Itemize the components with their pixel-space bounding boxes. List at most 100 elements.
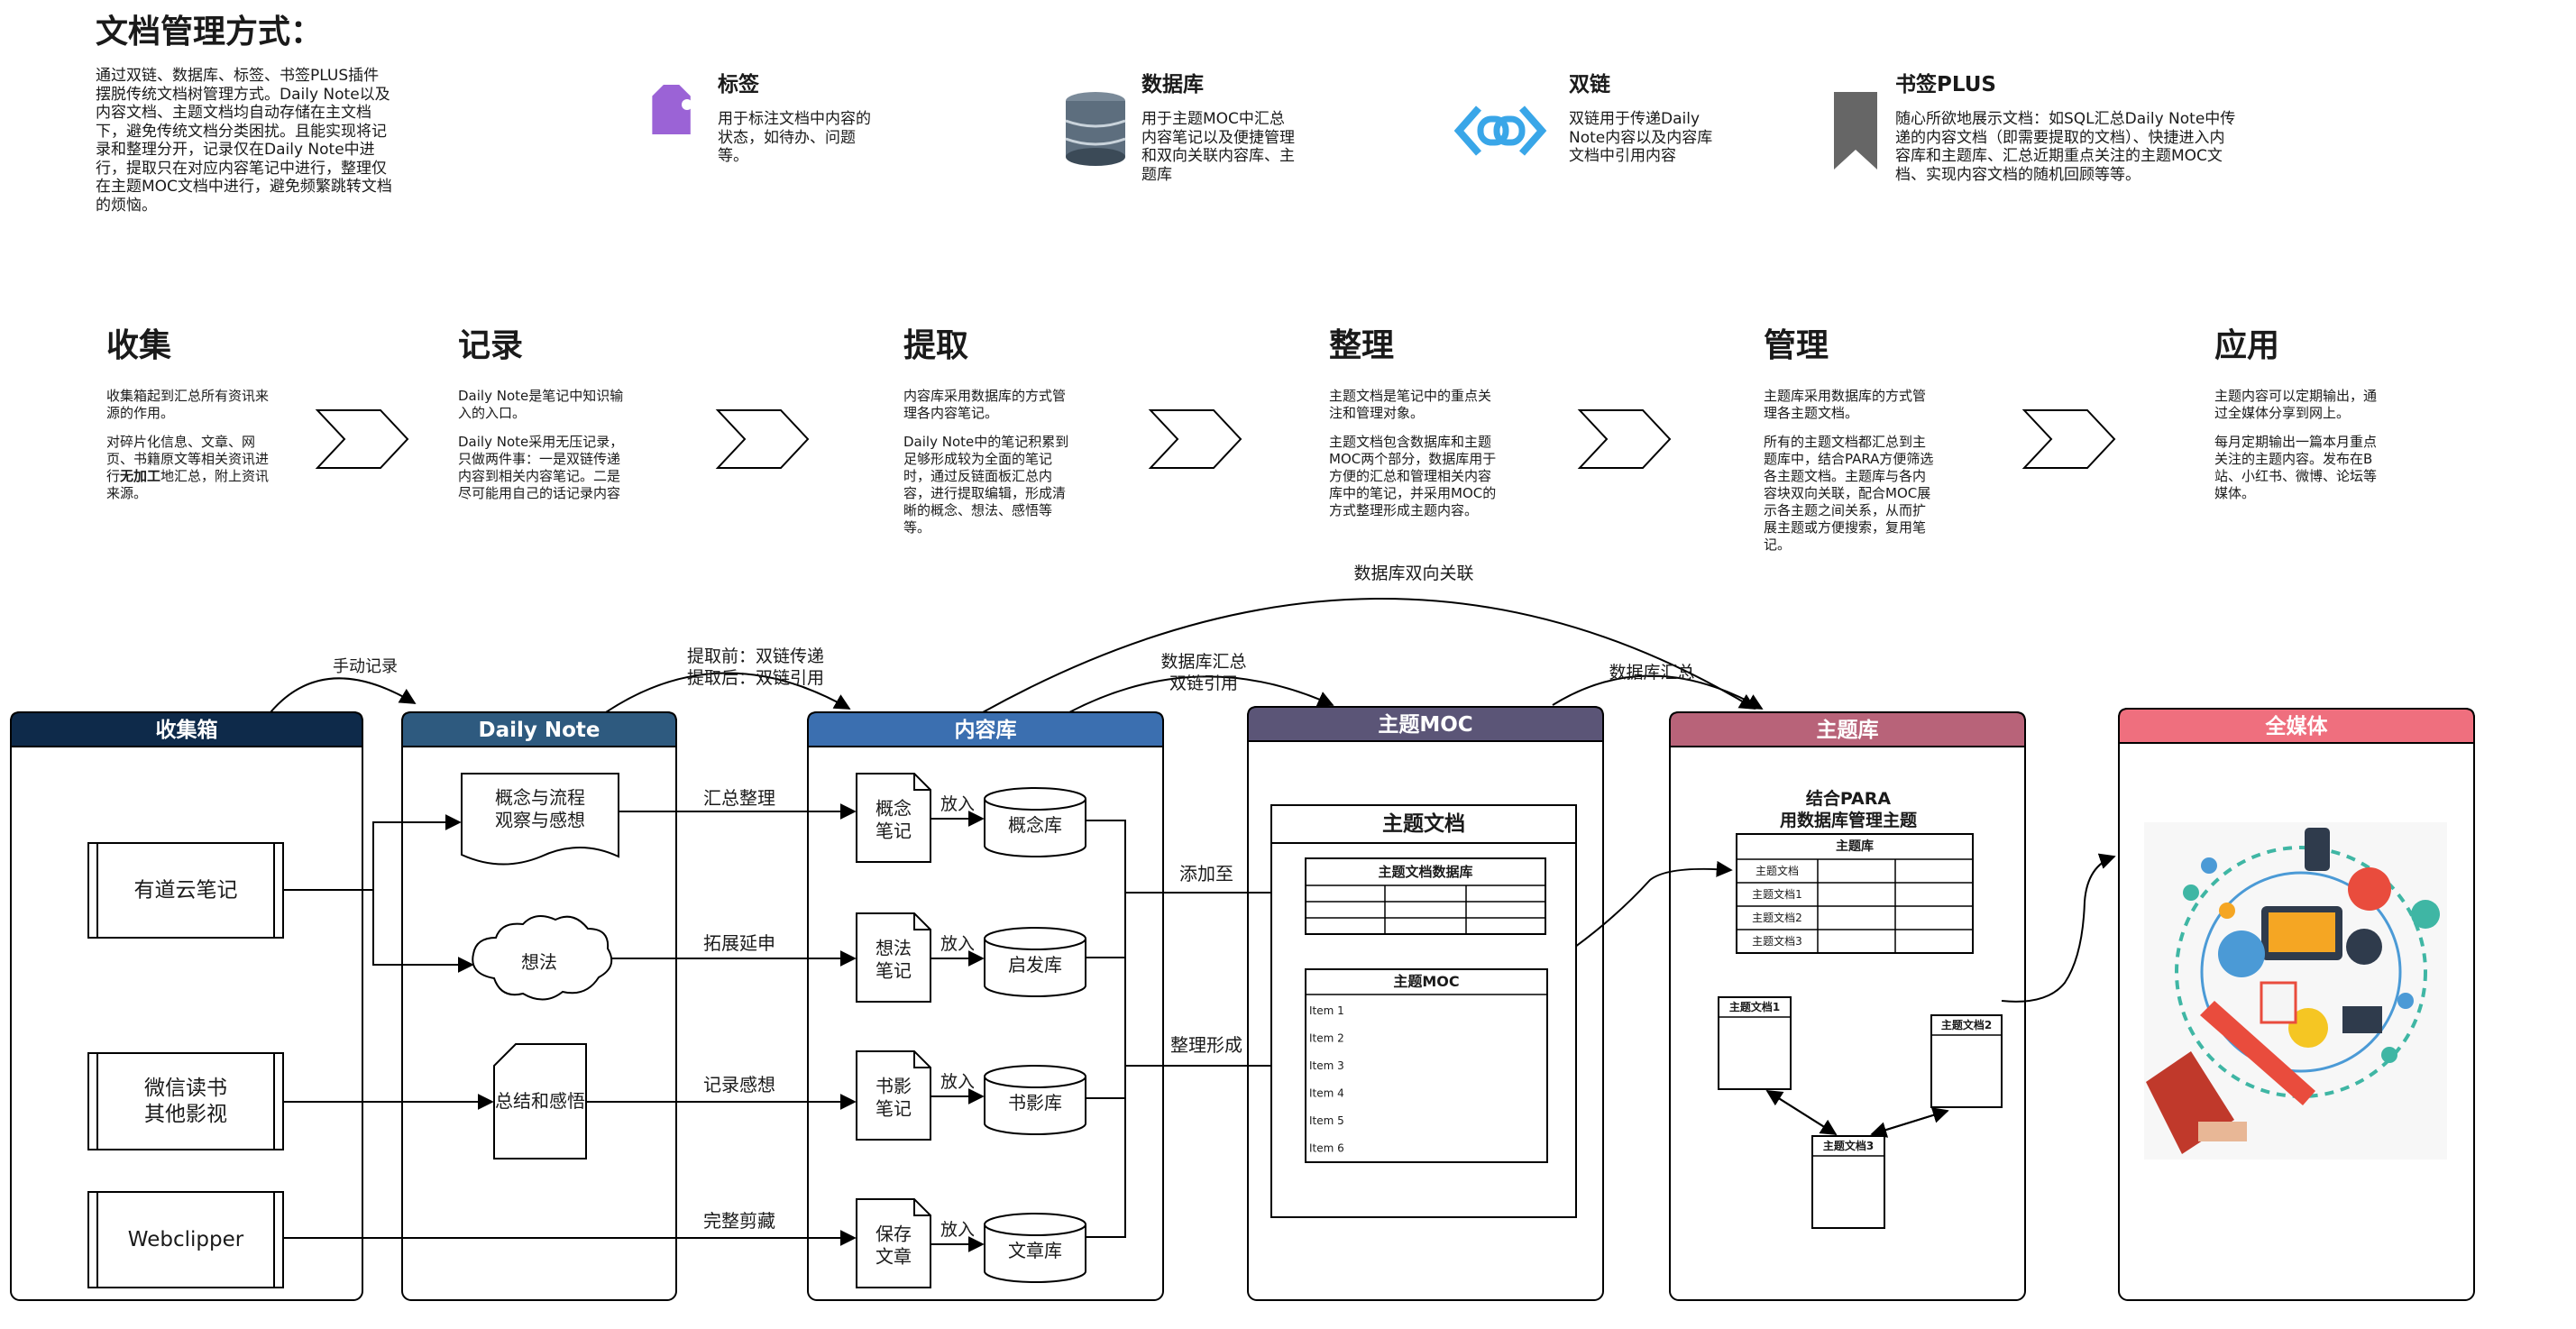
moc-doc-title: 主题文档: [1382, 811, 1465, 836]
daily-note-item: 总结和感悟: [495, 1090, 585, 1112]
theme-doc-box: [1930, 1014, 2003, 1108]
chevron-arrow: [715, 409, 810, 469]
step-title: 整理: [1329, 327, 1395, 364]
curved-edge: [1552, 674, 1764, 710]
library-label: 启发库: [1008, 954, 1062, 976]
chevron-arrow: [2021, 409, 2116, 469]
lane-header: [807, 711, 1164, 747]
theme-row: 主题文档: [1756, 864, 1799, 877]
library-cylinder: [983, 927, 1086, 997]
lane-title: 收集箱: [156, 718, 218, 742]
theme-doc-title: 主题文档1: [1729, 1000, 1780, 1013]
theme-doc-box: [1811, 1135, 1885, 1229]
step-desc: 主题文档包含数据库和主题MOC两个部分，数据库用于方便的汇总和管理相关内容库中的…: [1329, 434, 1497, 518]
library-cylinder: [983, 787, 1086, 857]
moc-item: Item 3: [1309, 1059, 1344, 1072]
document-icon: [2260, 981, 2297, 1024]
edge-label: 添加至: [1179, 863, 1233, 884]
note-label: 想法笔记: [875, 937, 912, 981]
lane-title: 主题MOC: [1378, 713, 1472, 737]
decorative-dot: [2183, 884, 2199, 901]
library-bus: [1086, 820, 1126, 1238]
put-in-label: 放入: [940, 794, 975, 814]
intro-text: 通过双链、数据库、标签、书签PLUS插件摆脱传统文档树管理方式。Daily No…: [96, 67, 392, 215]
globe-icon: [2218, 930, 2265, 977]
lane-title: Daily Note: [478, 719, 600, 742]
step-desc: 主题内容可以定期输出，通过全媒体分享到网上。: [2214, 388, 2378, 421]
legend-title: 书签PLUS: [1895, 73, 1996, 96]
lane-header: [1669, 711, 2026, 747]
theme-row: 主题文档3: [1752, 934, 1802, 948]
moc-box: [1305, 968, 1548, 1163]
step-desc: 主题文档是笔记中的重点关注和管理对象。: [1329, 388, 1492, 421]
note-label: 书影笔记: [875, 1075, 912, 1119]
curved-edge: [1068, 675, 1334, 713]
decorative-dot: [2201, 857, 2217, 874]
step-desc: 地汇总，附上资讯来源。: [106, 468, 270, 501]
legend-desc: 随心所欲地展示文档：如SQL汇总Daily Note中传递的内容文档（即需要提取…: [1895, 110, 2236, 184]
lane-header: [1247, 706, 1604, 742]
user-icon: [2288, 1008, 2328, 1048]
card-shape: [493, 1043, 587, 1159]
moc-item: Item 4: [1309, 1086, 1344, 1099]
step-desc: 内容库采用数据库的方式管理各内容笔记。: [903, 388, 1067, 421]
source-label: 微信读书其他影视: [144, 1077, 227, 1126]
step-record: 记录 Daily Note是笔记中知识输入的入口。 Daily Note采用无压…: [458, 319, 629, 514]
step-desc-bold: 无加工: [120, 468, 161, 484]
connector: [1765, 1090, 1837, 1135]
step-desc: 所有的主题文档都汇总到主题库中，结合PARA方便筛选各主题文档。主题库与各内容块…: [1764, 434, 1934, 553]
monitor-screen: [2269, 912, 2335, 952]
step-desc: Daily Note采用无压记录，只做两件事：一是双链传递内容到相关内容笔记。二…: [458, 434, 624, 501]
step-desc: 主题库采用数据库的方式管理各主题文档。: [1764, 388, 1927, 421]
search-icon: [2411, 900, 2440, 929]
curved-edge: [605, 672, 851, 713]
daily-note-item: 想法: [521, 951, 557, 973]
step-apply: 应用 主题内容可以定期输出，通过全媒体分享到网上。 每月定期输出一篇本月重点关注…: [2214, 319, 2388, 514]
legend-title: 标签: [718, 73, 759, 96]
note-label: 概念笔记: [875, 797, 912, 841]
theme-doc-title: 主题文档3: [1823, 1139, 1874, 1152]
legend-desc: 用于标注文档中内容的状态，如待办、问题等。: [718, 110, 871, 165]
edge-label: 数据库汇总双链引用: [1160, 652, 1246, 693]
edge-label: 数据库双向关联: [1353, 564, 1473, 583]
library-label: 文章库: [1008, 1240, 1062, 1261]
library-cylinder: [983, 1213, 1086, 1283]
edge-label: 手动记录: [333, 657, 398, 676]
lane-header: [2118, 708, 2475, 744]
lane-header: [401, 711, 677, 747]
curved-edge: [1564, 860, 1733, 955]
edge-label: 整理形成: [1170, 1034, 1242, 1056]
step-title: 应用: [2214, 327, 2280, 364]
legend-desc: 双链用于传递Daily Note内容以及内容库文档中引用内容: [1569, 110, 1713, 165]
theme-doc-box: [1718, 996, 1792, 1090]
edge-label: 汇总整理: [703, 787, 775, 809]
step-title: 记录: [458, 327, 524, 364]
step-title: 管理: [1764, 327, 1829, 364]
megaphone-beam: [2200, 1001, 2315, 1105]
put-in-label: 放入: [940, 1220, 975, 1240]
connector: [1870, 1110, 1948, 1138]
mail-icon: [2342, 1006, 2382, 1033]
edge-label: 完整剪藏: [703, 1210, 775, 1232]
step-desc: Daily Note是笔记中知识输入的入口。: [458, 388, 624, 421]
phone-icon: [2305, 828, 2330, 871]
moc-item: Item 5: [1309, 1114, 1344, 1127]
legend-desc: 用于主题MOC中汇总内容笔记以及便捷管理和双向关联内容库、主题库: [1141, 110, 1295, 184]
lane-header: [10, 711, 363, 747]
step-manage: 管理 主题库采用数据库的方式管理各主题文档。 所有的主题文档都汇总到主题库中，结…: [1764, 319, 1937, 565]
step-desc: 对碎片化信息、文章、网页、书籍原文等相关资讯进行: [106, 434, 270, 484]
edge-label: 记录感想: [703, 1074, 775, 1095]
note-doc-fold: [913, 774, 930, 791]
link-icon: [1453, 105, 1547, 156]
source-label: 有道云笔记: [134, 878, 238, 902]
note-doc: [856, 1050, 931, 1141]
legend-title: 数据库: [1141, 73, 1204, 96]
cloud-icon: [2346, 929, 2382, 965]
step-extract: 提取 内容库采用数据库的方式管理各内容笔记。 Daily Note中的笔记积累到…: [903, 319, 1075, 548]
moc-db-table: [1305, 857, 1546, 935]
decorative-dot: [2381, 1047, 2397, 1063]
moc-title: 主题MOC: [1393, 973, 1459, 990]
theme-row: 主题文档2: [1752, 911, 1802, 924]
step-organize: 整理 主题文档是笔记中的重点关注和管理对象。 主题文档包含数据库和主题MOC两个…: [1329, 319, 1502, 531]
